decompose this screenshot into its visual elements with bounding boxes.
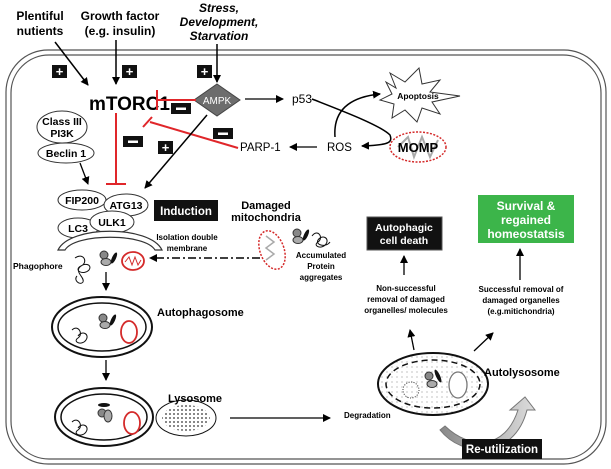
arrow-nutrients-mtorc1 — [54, 41, 89, 86]
label-degradation: Degradation — [344, 411, 391, 420]
arrow-autolysosome-success — [473, 332, 494, 352]
svg-text:ATG13: ATG13 — [109, 200, 142, 212]
label-success-line1: Successful removal of — [479, 285, 564, 294]
input-stress-line2: Development, — [180, 15, 259, 29]
label-autolysosome: Autolysosome — [484, 367, 560, 379]
label-reutilization: Re-utilization — [462, 439, 542, 459]
label-induction: Induction — [154, 200, 218, 221]
label-success-line3: (e.g.mitichondria) — [487, 307, 554, 316]
lysosome-fusion-icon — [54, 387, 217, 447]
label-nonsuccess-line3: organelles/ molecules — [364, 306, 448, 315]
plus-sign-stress: + — [197, 64, 212, 79]
svg-text:Autophagic: Autophagic — [375, 222, 433, 234]
svg-text:LC3: LC3 — [68, 223, 88, 235]
node-ulk1: ULK1 — [89, 210, 135, 234]
protein-aggregate-icon — [74, 255, 91, 284]
input-growth-line2: (e.g. insulin) — [85, 24, 156, 38]
node-momp: MOMP — [389, 131, 447, 163]
node-parp1: PARP-1 — [240, 142, 281, 154]
input-growth-line1: Growth factor — [81, 9, 160, 23]
label-nonsuccess-line1: Non-successful — [376, 284, 436, 293]
minus-sign-parp1 — [213, 128, 233, 139]
inhibit-ampk-mtorc1 — [156, 90, 196, 110]
label-lysosome: Lysosome — [168, 393, 222, 405]
label-isolation-line2: membrane — [167, 244, 208, 253]
arrow-beclin-complex — [79, 162, 90, 185]
input-stress-line1: Stress, — [199, 1, 239, 15]
svg-text:+: + — [162, 140, 170, 155]
svg-text:MOMP: MOMP — [398, 140, 439, 155]
svg-text:FIP200: FIP200 — [65, 195, 99, 207]
inhibit-mtorc1-complex — [106, 113, 126, 185]
node-fip200: FIP200 — [57, 189, 107, 211]
protein-icon-phagophore — [99, 250, 118, 266]
outcome-survival: Survival & regained homeostatsis — [478, 195, 574, 243]
svg-text:regained: regained — [501, 213, 551, 227]
node-beclin1: Beclin 1 — [37, 142, 95, 164]
label-isolation-line1: Isolation double — [156, 233, 218, 242]
svg-text:ULK1: ULK1 — [98, 217, 126, 229]
inhibit-parp1-mtorc1 — [142, 116, 239, 149]
node-class3-pi3k: Class III PI3K — [36, 110, 88, 144]
plus-sign-ampk-induction: + — [158, 140, 173, 155]
arrow-ampk-complex — [144, 114, 208, 189]
svg-text:Beclin 1: Beclin 1 — [46, 148, 86, 160]
svg-text:Class III: Class III — [42, 116, 82, 128]
node-ros: ROS — [327, 142, 352, 154]
arrow-autolysosome-nonsuccess — [407, 329, 416, 351]
svg-text:Survival &: Survival & — [497, 199, 556, 213]
cell-membrane-inner — [10, 54, 602, 460]
svg-text:Apoptosis: Apoptosis — [397, 91, 439, 101]
svg-text:homeostatsis: homeostatsis — [487, 227, 565, 241]
plus-sign-growth: + — [122, 64, 137, 79]
arrow-p53-momp — [311, 98, 392, 150]
node-atg13: ATG13 — [103, 193, 149, 217]
label-nonsuccess-line2: removal of damaged — [367, 295, 445, 304]
node-apoptosis: Apoptosis — [378, 66, 461, 123]
aggregate-icon-accumulated — [311, 232, 331, 248]
autolysosome-icon — [377, 352, 489, 416]
minus-sign-mtorc1-induction — [123, 136, 143, 147]
svg-text:+: + — [56, 64, 64, 79]
arrow-ros-apoptosis — [334, 90, 381, 138]
outcome-autophagic-cell-death: Autophagic cell death — [366, 216, 443, 251]
svg-text:AMPK: AMPK — [203, 96, 232, 107]
label-accumulated-line2: Protein — [307, 262, 335, 271]
label-damaged-mito-line2: mitochondria — [231, 212, 302, 224]
minus-sign-ampk-mtorc1 — [171, 103, 191, 114]
svg-text:PI3K: PI3K — [50, 128, 74, 140]
plus-sign-nutrients: + — [52, 64, 67, 79]
protein-icon-accumulated — [292, 228, 310, 244]
label-success-line2: damaged organelles — [482, 296, 560, 305]
isolation-membrane — [57, 230, 163, 251]
svg-text:+: + — [126, 64, 134, 79]
label-accumulated-line3: aggregates — [300, 273, 343, 282]
node-mtorc1: mTORC1 — [89, 94, 170, 115]
svg-text:Re-utilization: Re-utilization — [466, 444, 538, 456]
node-p53: p53 — [292, 92, 312, 106]
label-damaged-mito-line1: Damaged — [241, 200, 291, 212]
label-autophagosome: Autophagosome — [157, 307, 244, 319]
input-nutrients-line1: Plentiful — [16, 9, 63, 23]
label-accumulated-line1: Accumulated — [296, 251, 346, 260]
input-nutrients-line2: nutients — [17, 24, 64, 38]
svg-text:cell death: cell death — [380, 235, 428, 247]
autophagosome-icon — [51, 296, 153, 358]
cell-membrane-outer — [5, 49, 607, 465]
node-ampk: AMPK — [193, 83, 241, 117]
svg-text:+: + — [201, 64, 209, 79]
input-stress-line3: Starvation — [190, 29, 249, 43]
damaged-mitochondria-icon — [258, 230, 286, 270]
svg-text:Induction: Induction — [160, 206, 212, 218]
label-phagophore: Phagophore — [13, 261, 63, 271]
mitochondria-icon-phagophore — [121, 251, 145, 271]
